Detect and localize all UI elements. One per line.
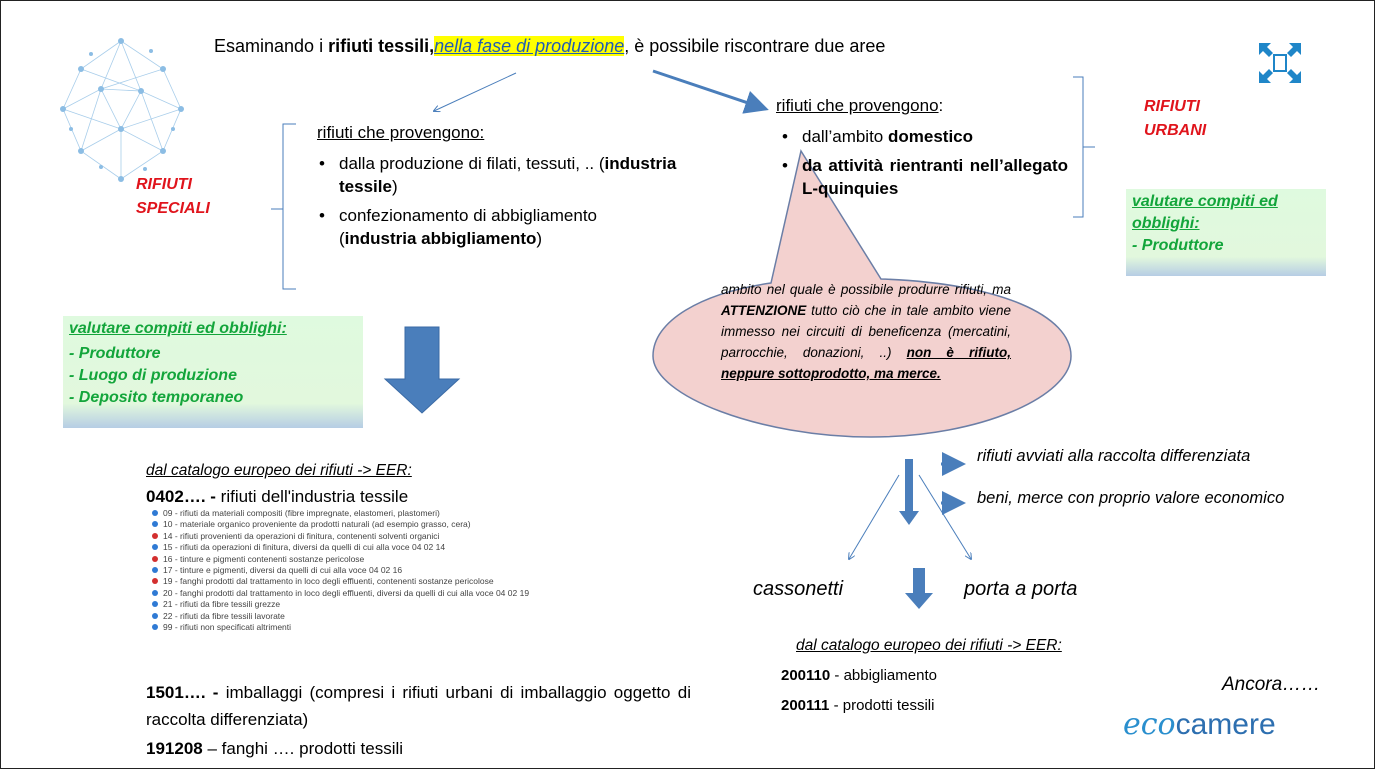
list-item: 22 - rifiuti da fibre tessili lavorate (151, 611, 531, 622)
right-bullet-1: dall’ambito domestico (782, 125, 1068, 148)
rifiuti-urbani-label: RIFIUTI URBANI (1144, 98, 1207, 139)
list-item: 20 - fanghi prodotti dal trattamento in … (151, 588, 531, 599)
list-item: 10 - materiale organico proveniente da p… (151, 519, 531, 530)
right-bullet-2: da attività rientranti nell’allegato L-q… (782, 154, 1068, 200)
list-item: 21 - rifiuti da fibre tessili grezze (151, 599, 531, 610)
list-item: 16 - tinture e pigmenti contenenti sosta… (151, 554, 531, 565)
catalog-code-1501: 1501…. - imballaggi (compresi i rifiuti … (146, 683, 691, 729)
callout-note: ambito nel quale è possibile produrre ri… (721, 282, 1011, 381)
left-bullet-2: confezionamento di abbigliamento (indust… (319, 204, 677, 250)
catalog-heading-right: dal catalogo europeo dei rifiuti -> EER: (796, 637, 1062, 654)
catalog-code-191208: 191208 – fanghi …. prodotti tessili (146, 739, 404, 758)
left-bullet-1: dalla produzione di filati, tessuti, .. … (319, 152, 677, 198)
network-globe-icon (60, 38, 184, 182)
rifiuti-speciali-label: RIFIUTI SPECIALI (136, 176, 210, 217)
right-origin-block: rifiuti che provengono: dall’ambito dome… (776, 94, 1068, 206)
left-origin-block: rifiuti che provengono: dalla produzione… (317, 121, 677, 256)
porta-a-porta-label: porta a porta (964, 578, 1078, 600)
cassonetti-label: cassonetti (753, 578, 844, 600)
compress-arrows-icon (1259, 43, 1301, 83)
catalog-code-200111: 200111 - prodotti tessili (781, 697, 935, 714)
list-item: 99 - rifiuti non specificati altrimenti (151, 622, 531, 633)
catalog-code-200110: 200110 - abbigliamento (781, 667, 937, 684)
list-item: 15 - rifiuti da operazioni di finitura, … (151, 542, 531, 553)
duties-box-right: valutare compiti ed obblighi: - Produtto… (1126, 189, 1326, 276)
list-item: 14 - rifiuti provenienti da operazioni d… (151, 531, 531, 542)
ecocamere-logo: ecocamere (1123, 707, 1276, 742)
ancora-text: Ancora…… (1222, 674, 1321, 695)
beni-merce-text: beni, merce con proprio valore economico (977, 489, 1285, 507)
duties-box-left: valutare compiti ed obblighi: - Produtto… (63, 316, 363, 428)
catalog-heading-left: dal catalogo europeo dei rifiuti -> EER: (146, 462, 412, 479)
slide-title: Esaminando i rifiuti tessili,nella fase … (214, 36, 886, 56)
differenziata-text: rifiuti avviati alla raccolta differenzi… (977, 447, 1251, 465)
list-item: 19 - fanghi prodotti dal trattamento in … (151, 576, 531, 587)
list-item: 17 - tinture e pigmenti, diversi da quel… (151, 565, 531, 576)
list-item: 09 - rifiuti da materiali compositi (fib… (151, 508, 531, 519)
catalog-code-0402: 0402…. - rifiuti dell'industria tessile (146, 487, 409, 506)
catalog-sublist: 09 - rifiuti da materiali compositi (fib… (151, 508, 531, 668)
